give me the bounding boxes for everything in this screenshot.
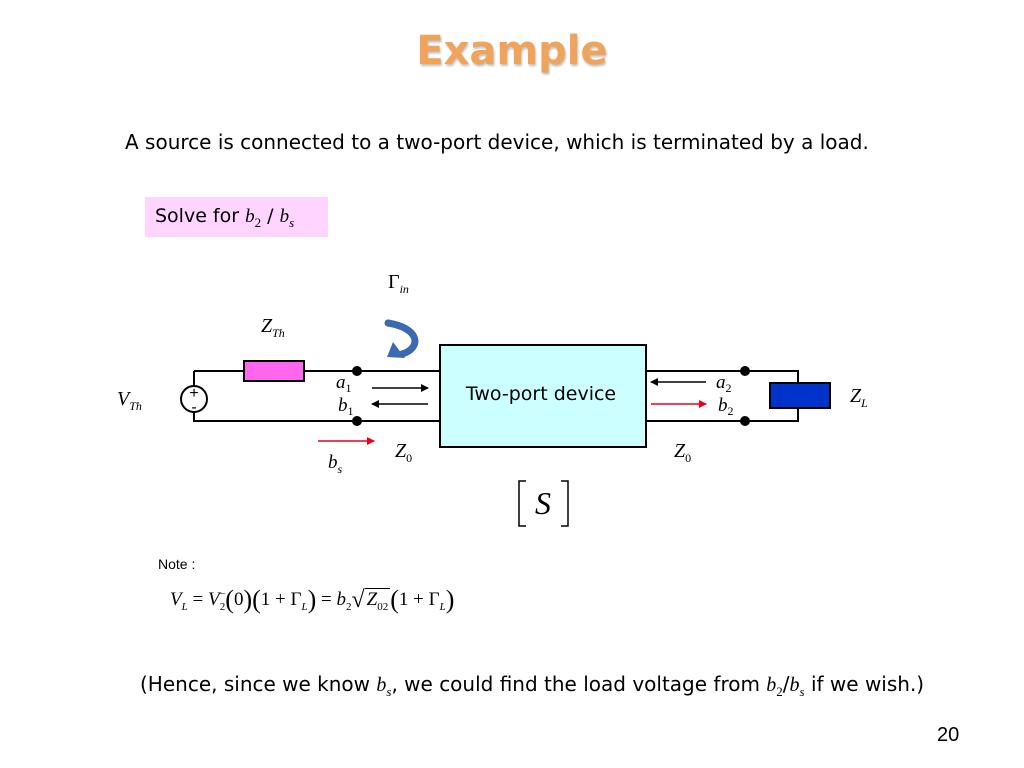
gamma-in-sub: in <box>400 282 409 296</box>
eq-zero: 0 <box>233 589 244 610</box>
s-matrix-symbol: S <box>535 485 551 521</box>
z0-right-symbol: Z <box>674 440 686 462</box>
sqrt-icon: √ <box>351 587 365 613</box>
z0-left-symbol: Z <box>395 440 407 462</box>
zth-sub: Th <box>272 326 285 340</box>
a2-label: a2 <box>716 372 732 395</box>
zth-resistor <box>243 360 305 382</box>
solve-b: b <box>245 206 255 227</box>
eq-b2: b <box>336 589 347 610</box>
eq-gamma-2-sub: L <box>439 600 446 613</box>
conclusion-part-1: (Hence, since we know <box>140 672 377 696</box>
b2-symbol: b <box>718 395 728 416</box>
zl-label: ZL <box>850 385 868 410</box>
two-port-device <box>439 344 647 448</box>
zth-symbol: Z <box>261 315 273 337</box>
eq-vl: V <box>170 589 182 610</box>
a1-sub: 1 <box>346 381 352 395</box>
eq-b2-sub: 2 <box>346 600 352 613</box>
conclusion-b2-sub: 2 <box>776 684 783 699</box>
eq-z02: Z <box>366 589 378 610</box>
z0-left-sub: 0 <box>406 451 412 465</box>
conclusion-bs: b <box>376 674 387 696</box>
eq-one-1: 1 + <box>260 589 291 610</box>
eq-sqrt-content: Z02 <box>364 588 391 613</box>
bs-label: bs <box>328 452 343 476</box>
gamma-in-arrow-icon <box>384 319 419 358</box>
b2-sub: 2 <box>728 404 734 418</box>
port1-terminal-top <box>352 366 362 376</box>
eq-gamma-1: Γ <box>290 589 302 610</box>
eq-v2-sub: 2 <box>219 600 226 613</box>
z0-right-sub: 0 <box>685 451 691 465</box>
page-number: 20 <box>937 724 960 746</box>
source-plus: + <box>189 385 198 402</box>
bs-sub: s <box>338 462 343 476</box>
bs-symbol: b <box>328 452 338 473</box>
intro-text: A source is connected to a two-port devi… <box>125 130 869 154</box>
zl-resistor <box>769 382 831 409</box>
vth-sub: Th <box>129 399 142 413</box>
solve-b-sub: 2 <box>254 214 262 230</box>
conclusion-bs2: b <box>789 674 800 696</box>
conclusion-text: (Hence, since we know bs, we could find … <box>140 672 924 700</box>
port1-terminal-bottom <box>352 416 362 426</box>
eq-equals-1: = <box>187 589 208 610</box>
conclusion-b2: b <box>766 674 777 696</box>
note-label: Note : <box>158 556 196 572</box>
b1-symbol: b <box>338 395 348 416</box>
a2-sub: 2 <box>726 381 732 395</box>
b1-label: b1 <box>338 395 354 418</box>
conclusion-bs-sub: s <box>386 684 392 699</box>
solve-sep: / <box>261 205 280 227</box>
z0-left-label: Z0 <box>395 440 412 465</box>
a2-symbol: a <box>716 372 726 393</box>
slide-title: Example <box>416 28 608 74</box>
eq-vl-sub: L <box>181 600 188 613</box>
eq-gamma-1-sub: L <box>301 600 308 613</box>
source-minus: - <box>191 399 196 416</box>
circuit-diagram: + - Two-port device Γin ZTh VTh a1 b1 bs… <box>117 271 868 527</box>
solve-for-box: Solve for b2 / bs <box>145 197 328 237</box>
eq-one-2: 1 + <box>398 589 429 610</box>
solve-bs: b <box>279 206 290 227</box>
load-voltage-equation: VL = V−2(0)(1 + ΓL) = b2√Z02(1 + ΓL) <box>170 585 455 614</box>
a1-symbol: a <box>336 372 346 393</box>
conclusion-slash: / <box>782 672 790 696</box>
zl-sub: L <box>860 396 868 410</box>
device-label: Two-port device <box>465 383 616 405</box>
vth-label: VTh <box>117 388 142 413</box>
conclusion-part-2: , we could find the load voltage from <box>391 672 767 696</box>
conclusion-part-3: if we wish.) <box>804 672 925 696</box>
zth-label: ZTh <box>261 315 285 340</box>
solve-bs-sub: s <box>289 214 295 230</box>
eq-equals-2: = <box>316 589 337 610</box>
eq-z02-sub: 02 <box>377 600 389 613</box>
eq-gamma-2: Γ <box>428 589 440 610</box>
eq-v2: V <box>207 589 220 610</box>
port2-terminal-top <box>740 366 750 376</box>
vth-symbol: V <box>117 388 132 410</box>
gamma-in-label: Γin <box>388 271 409 296</box>
solve-prefix: Solve for <box>155 205 246 227</box>
conclusion-bs2-sub: s <box>799 684 805 699</box>
a1-label: a1 <box>336 372 352 395</box>
s-matrix: S <box>518 480 569 527</box>
b1-sub: 1 <box>348 404 354 418</box>
z0-right-label: Z0 <box>674 440 691 465</box>
gamma-in-symbol: Γ <box>388 271 400 293</box>
b2-label: b2 <box>718 395 734 418</box>
eq-v2-sup: − <box>219 588 226 601</box>
voltage-source <box>180 385 208 413</box>
port2-terminal-bottom <box>740 416 750 426</box>
zl-symbol: Z <box>850 385 862 407</box>
